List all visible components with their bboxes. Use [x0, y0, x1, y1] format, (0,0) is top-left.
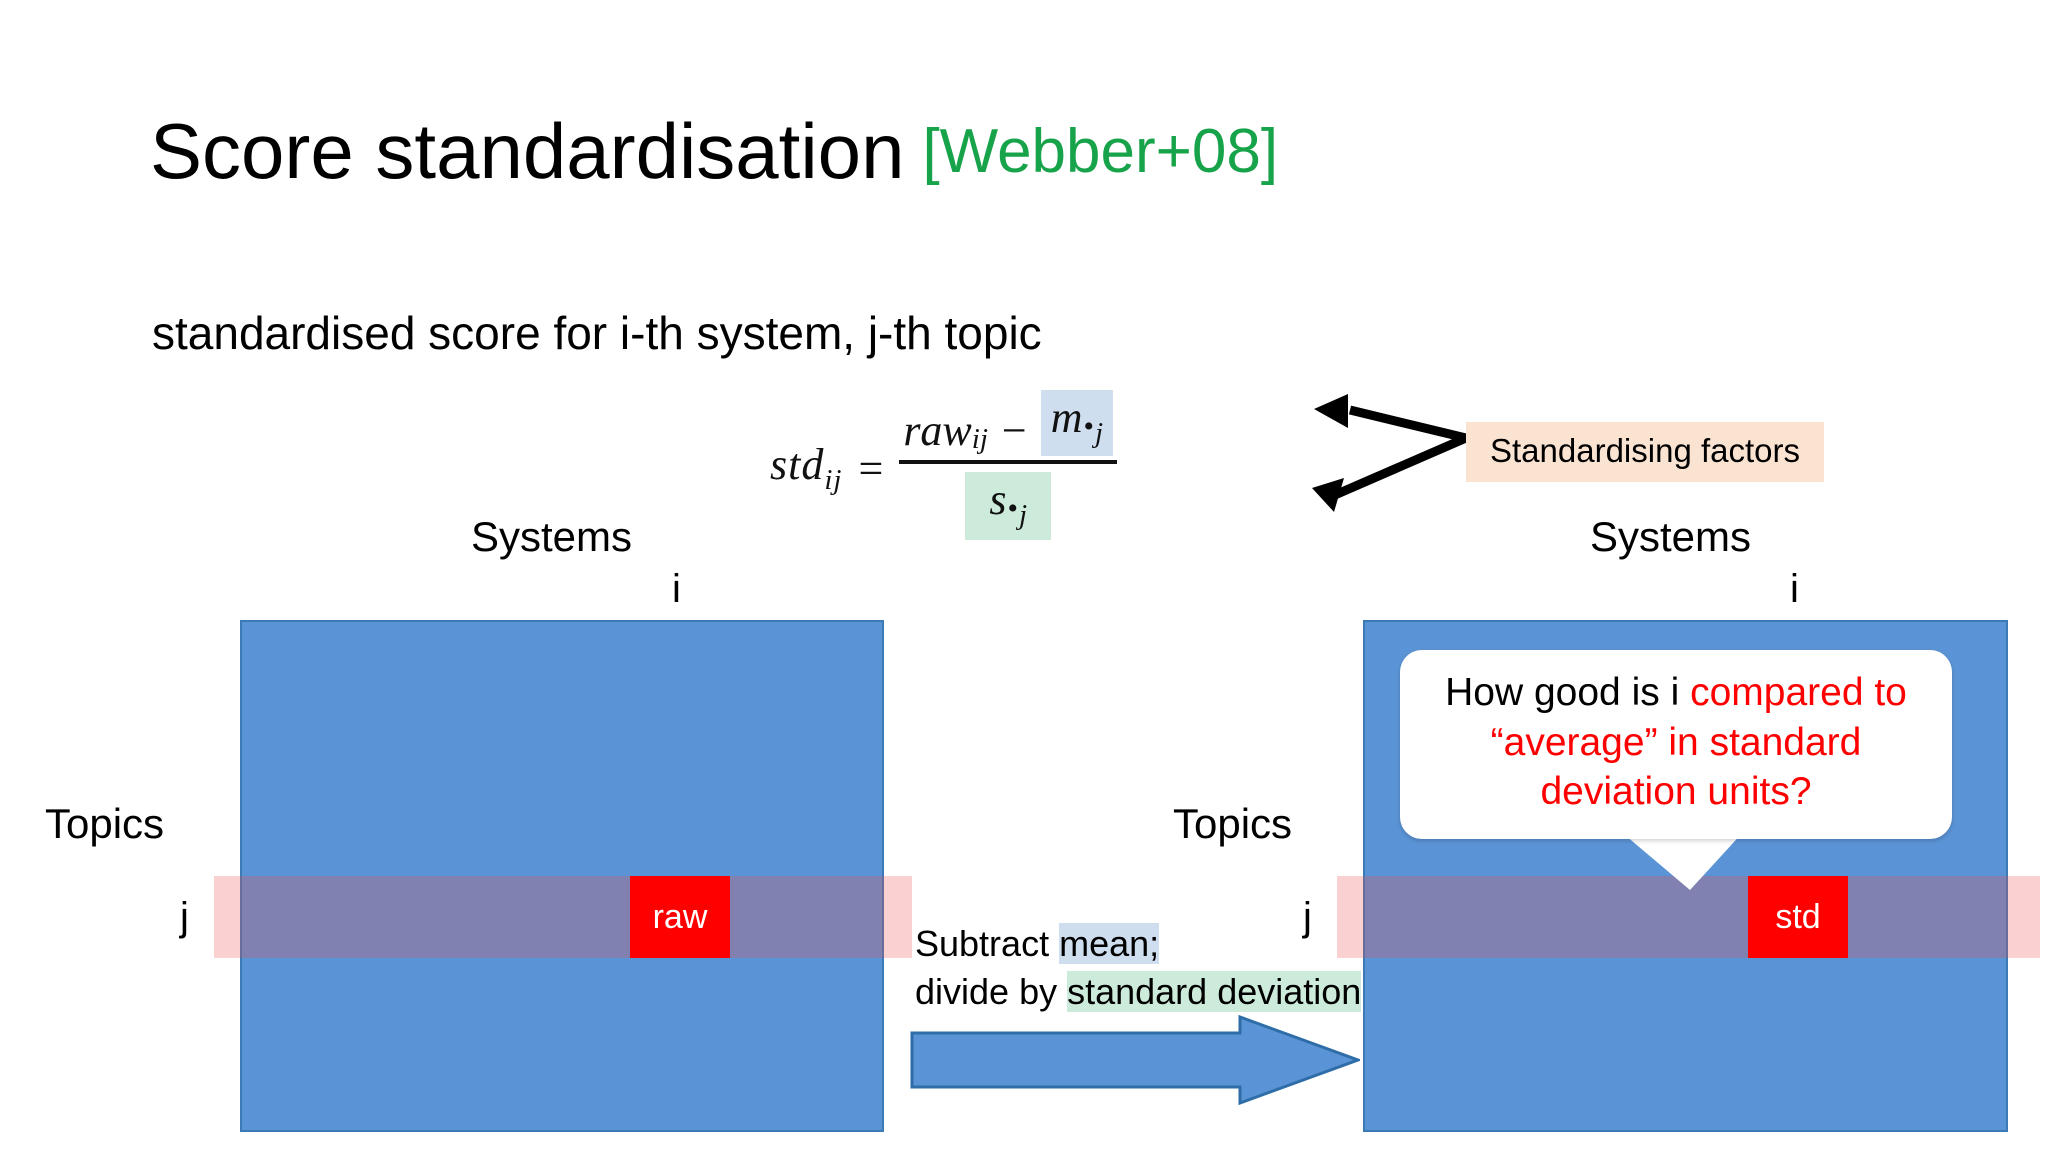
formula-lhs: stdij [770, 439, 842, 497]
right-matrix-system-index: i [1790, 567, 1799, 611]
caption-line-2: divide by standard deviation [915, 968, 1362, 1016]
formula-sd-term: s•j [965, 472, 1052, 540]
caption-line2-plain: divide by [915, 970, 1068, 1012]
left-matrix-raw-cell: raw [630, 876, 730, 958]
formula-sd-symbol: s [989, 475, 1007, 524]
subtitle-text: standardised score for i-th system, j-th… [152, 307, 1042, 359]
right-matrix-topic-index: j [1303, 895, 1312, 939]
standardising-factors-label: Standardising factors [1466, 422, 1825, 482]
transform-arrow-icon [910, 1015, 1360, 1105]
formula-lhs-subscript: ij [824, 464, 843, 496]
formula-mean-symbol: m [1050, 393, 1083, 442]
left-matrix-grid [240, 620, 884, 1132]
formula-sd-subscript: j [1019, 499, 1028, 531]
transform-caption: Subtract mean; divide by standard deviat… [915, 920, 1362, 1016]
formula-sd-dot: • [1007, 492, 1018, 525]
left-matrix-topics-label: Topics [45, 800, 165, 847]
right-matrix-topics-label: Topics [1173, 800, 1293, 847]
formula-raw-subscript: ij [971, 423, 988, 455]
formula-minus: − [1001, 406, 1027, 455]
formula-mean-subscript: j [1095, 417, 1104, 449]
speech-bubble: How good is i compared to “average” in s… [1400, 650, 1952, 839]
formula-denominator: s•j [961, 464, 1055, 546]
caption-sd-highlight: standard deviation [1067, 970, 1362, 1012]
bubble-text-black: How good is i [1445, 671, 1691, 714]
left-matrix-system-index: i [672, 567, 681, 611]
caption-line1-plain: Subtract [915, 923, 1060, 964]
right-matrix-row-highlight [1337, 876, 2040, 958]
title-citation: [Webber+08] [922, 117, 1279, 186]
formula-mean-dot: • [1083, 410, 1095, 443]
fraction-bar [899, 460, 1118, 464]
caption-line-1: Subtract mean; [915, 920, 1361, 968]
formula-mean-term: m•j [1040, 390, 1114, 456]
left-matrix-row-highlight [214, 876, 912, 958]
caption-mean-highlight: mean; [1059, 923, 1160, 964]
formula-lhs-symbol: std [770, 440, 825, 489]
right-matrix-systems-label: Systems [1590, 513, 1752, 560]
left-matrix-systems-label: Systems [471, 513, 633, 560]
page-title: Score standardisation[Webber+08] [150, 112, 1278, 190]
title-main-text: Score standardisation [150, 107, 905, 195]
formula-equals: = [858, 443, 884, 493]
formula-raw-symbol: raw [903, 406, 972, 455]
right-matrix-std-cell: std [1748, 876, 1848, 958]
left-matrix-topic-index: j [180, 895, 189, 939]
